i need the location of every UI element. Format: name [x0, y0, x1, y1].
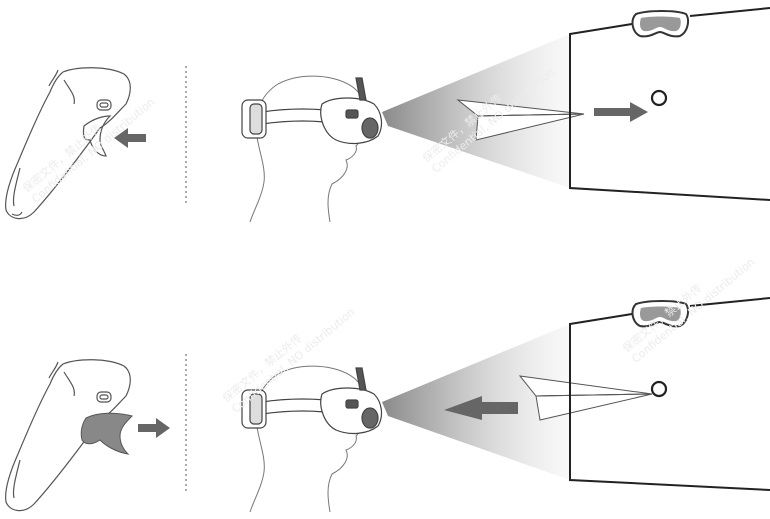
- paper-plane-icon: [456, 99, 585, 141]
- motion-controller-icon: [5, 359, 131, 512]
- paper-plane-icon: [518, 375, 653, 421]
- goggles-icon: [631, 300, 689, 328]
- screen-frame: [569, 7, 770, 201]
- motion-controller-icon: [5, 67, 131, 220]
- panel-top: [5, 7, 770, 223]
- panel-bottom: [5, 297, 770, 513]
- goggles-on-head: [241, 77, 383, 145]
- arrow-icon: [138, 418, 170, 438]
- target-circle-icon: [650, 89, 668, 107]
- goggles-on-head: [241, 367, 383, 435]
- arrow-icon: [444, 396, 518, 420]
- target-circle-icon: [650, 380, 668, 398]
- arrow-icon: [114, 128, 146, 148]
- arrow-icon: [594, 102, 648, 122]
- screen-frame: [569, 297, 770, 491]
- trigger-pressed: [82, 115, 112, 157]
- goggles-icon: [631, 10, 689, 38]
- trigger-released: [80, 412, 133, 455]
